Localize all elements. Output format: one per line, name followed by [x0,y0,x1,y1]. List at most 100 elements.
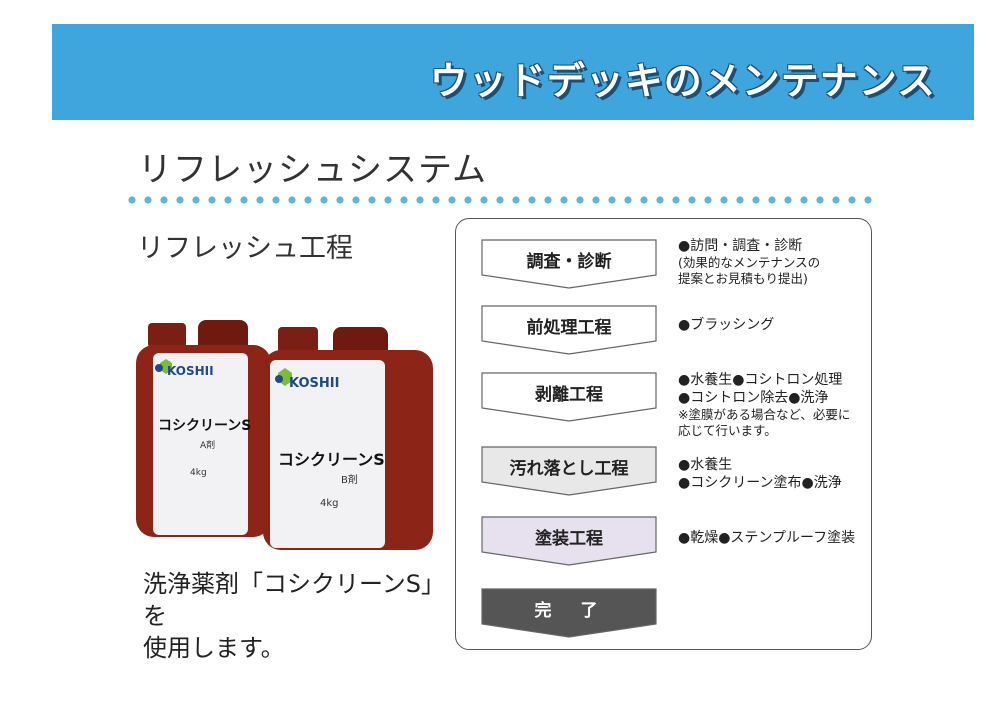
step-description: ●訪問・調査・診断 (効果的なメンテナンスの 提案とお見積もり提出) [678,237,868,287]
divider-dot [240,196,248,204]
divider-dot [320,196,328,204]
svg-text:4kg: 4kg [190,468,207,478]
step-arrow-shape [481,446,657,496]
divider-dot [768,196,776,204]
divider-dot [144,196,152,204]
step-label: 前処理工程 [526,318,612,338]
step-label: 完 了 [534,601,604,621]
divider-dot [400,196,408,204]
step-description: ●水養生 ●コシクリーン塗布●洗浄 [678,456,868,492]
svg-text:B剤: B剤 [341,473,358,486]
step-description-line: ●ブラッシング [678,317,775,333]
divider-dot [816,196,824,204]
step-arrow-shape [481,305,657,355]
divider-dot [832,196,840,204]
divider-dot [864,196,872,204]
step-label: 汚れ落とし工程 [509,459,629,479]
divider-dot [384,196,392,204]
divider-dot [224,196,232,204]
divider-dot [800,196,808,204]
process-step: 塗装工程 [481,516,657,566]
bottle-a: KOSHII コシクリーンS A剤 4kg [136,320,271,537]
divider-dot [528,196,536,204]
step-description-line: ●コシクリーン塗布●洗浄 [678,475,842,491]
divider-dot [672,196,680,204]
step-description: ●乾燥●ステンプルーフ塗装 [678,529,868,547]
divider-dot [288,196,296,204]
divider-dot [656,196,664,204]
divider-dot [544,196,552,204]
divider-dot [416,196,424,204]
process-step: 汚れ落とし工程 [481,446,657,496]
step-description-line: ●コシトロン除去●洗浄 [678,390,829,406]
divider-dot [624,196,632,204]
divider-dot [336,196,344,204]
divider-dot [352,196,360,204]
divider-dot [176,196,184,204]
divider-dot [704,196,712,204]
divider-dot [256,196,264,204]
dotted-divider [128,196,872,204]
divider-dot [432,196,440,204]
step-label: 剥離工程 [535,385,603,405]
divider-dot [720,196,728,204]
caption-line-2: 使用します。 [143,634,285,662]
process-step: 前処理工程 [481,305,657,355]
process-step: 剥離工程 [481,372,657,422]
divider-dot [464,196,472,204]
process-step: 完 了 [481,588,657,638]
koshii-logo-icon [160,359,172,374]
process-step: 調査・診断 [481,239,657,289]
step-description-line: ●訪問・調査・診断 [678,238,803,254]
step-arrow-shape [481,372,657,422]
svg-text:コシクリーンS: コシクリーンS [158,418,251,434]
step-description-line: ●乾燥●ステンプルーフ塗装 [678,530,856,546]
step-arrow-shape [481,516,657,566]
process-flow-box: 調査・診断 ●訪問・調査・診断 (効果的なメンテナンスの 提案とお見積もり提出) 前… [455,218,872,650]
svg-text:コシクリーンS: コシクリーンS [278,450,385,469]
divider-dot [784,196,792,204]
divider-dot [448,196,456,204]
divider-dot [192,196,200,204]
svg-text:4kg: 4kg [320,498,339,509]
section-subtitle: リフレッシュ工程 [137,233,353,264]
step-description-line: ●水養生●コシトロン処理 [678,372,843,388]
step-description-line: 応じて行います。 [678,423,777,438]
divider-dot [480,196,488,204]
divider-dot [160,196,168,204]
divider-dot [208,196,216,204]
step-description: ●水養生●コシトロン処理 ●コシトロン除去●洗浄※塗膜がある場合など、必要に応じて… [678,371,868,439]
divider-dot [512,196,520,204]
divider-dot [560,196,568,204]
svg-text:KOSHII: KOSHII [289,376,339,391]
section-title: リフレッシュシステム [138,150,487,190]
step-label: 塗装工程 [535,529,603,549]
divider-dot [736,196,744,204]
step-description: ●ブラッシング [678,316,868,334]
svg-text:A剤: A剤 [200,439,215,451]
step-description-line: 提案とお見積もり提出) [678,271,808,286]
svg-text:KOSHII: KOSHII [167,364,214,378]
divider-dot [752,196,760,204]
step-description-line: ●水養生 [678,457,733,473]
divider-dot [640,196,648,204]
divider-dot [128,196,136,204]
divider-dot [576,196,584,204]
product-caption: 洗浄薬剤「コシクリーンS」を 使用します。 [143,568,463,664]
divider-dot [368,196,376,204]
header-band: ウッドデッキのメンテナンス [52,24,974,120]
divider-dot [848,196,856,204]
step-description-line: (効果的なメンテナンスの [678,255,821,270]
product-bottles-image: KOSHII コシクリーンS A剤 4kg KOSHII コシクリーンS B剤 … [136,320,433,550]
divider-dot [608,196,616,204]
divider-dot [304,196,312,204]
divider-dot [592,196,600,204]
step-arrow-shape [481,239,657,289]
divider-dot [272,196,280,204]
step-label: 調査・診断 [526,252,612,272]
step-arrow-shape [481,588,657,638]
divider-dot [496,196,504,204]
step-description-line: ※塗膜がある場合など、必要に [678,407,851,422]
caption-line-1: 洗浄薬剤「コシクリーンS」を [143,570,446,630]
divider-dot [688,196,696,204]
